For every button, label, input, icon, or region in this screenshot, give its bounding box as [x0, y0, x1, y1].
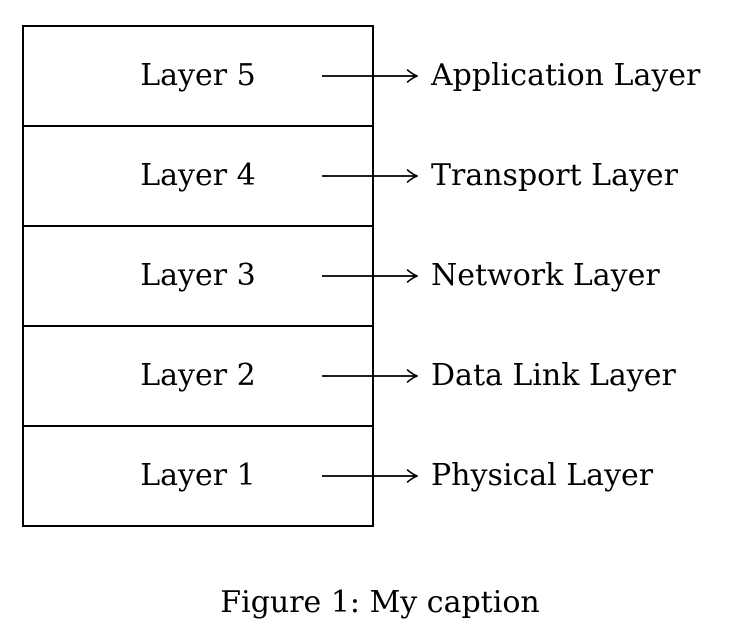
layer-target-label: Transport Layer	[431, 158, 679, 193]
layer-box-label: Layer 1	[140, 458, 256, 493]
layer-box-label: Layer 3	[140, 258, 256, 293]
layer-box-label: Layer 2	[140, 358, 256, 393]
layer-stack-box: Layer 5 Layer 4 Layer 3 Layer 2 Layer 1	[22, 25, 374, 527]
layer-target-label: Network Layer	[431, 258, 660, 293]
layer-row: Layer 5	[24, 27, 372, 127]
arrow-right-icon	[322, 269, 418, 283]
layer-target-label: Physical Layer	[431, 458, 654, 493]
layer-row: Layer 4	[24, 127, 372, 227]
arrow-right-icon	[322, 469, 418, 483]
layer-box-label: Layer 5	[140, 58, 256, 93]
arrow-right-icon	[322, 369, 418, 383]
arrow-right-icon	[322, 169, 418, 183]
layer-target-label: Application Layer	[431, 58, 701, 93]
layer-target-label: Data Link Layer	[431, 358, 676, 393]
arrow-right-icon	[322, 69, 418, 83]
layer-row: Layer 1	[24, 427, 372, 525]
figure-caption: Figure 1: My caption	[220, 585, 540, 620]
layer-row: Layer 3	[24, 227, 372, 327]
layer-box-label: Layer 4	[140, 158, 256, 193]
layer-row: Layer 2	[24, 327, 372, 427]
